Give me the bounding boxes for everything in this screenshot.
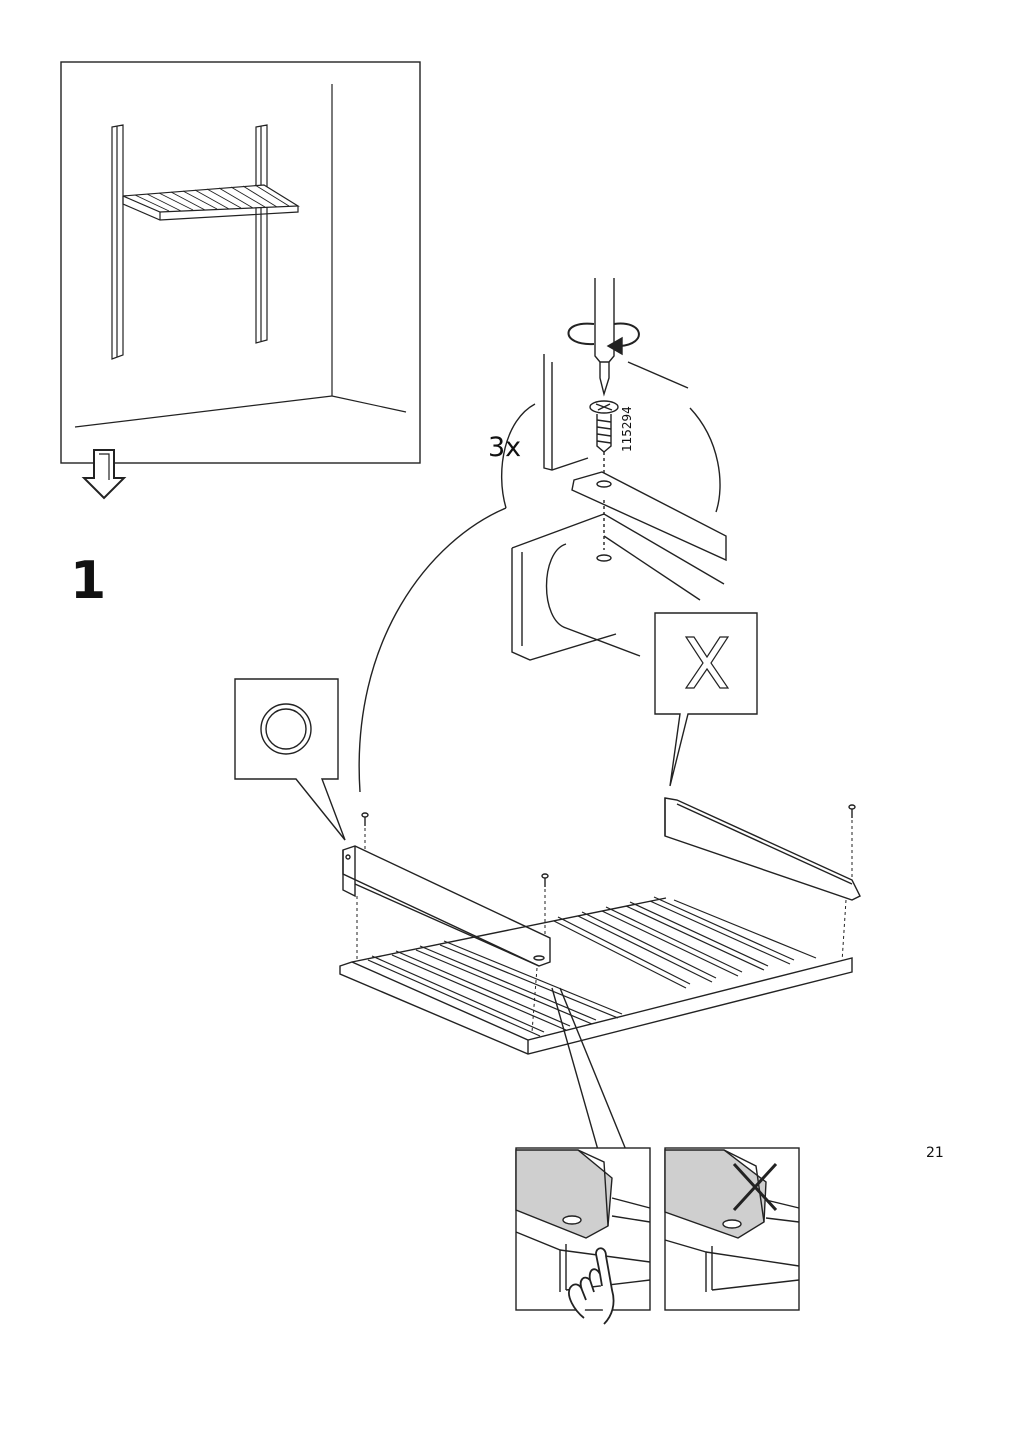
step-number: 1 [70,551,107,611]
cross-wrong-icon [684,636,730,689]
screw-quantity: 3x [488,432,522,463]
pointing-hand-icon [568,1247,615,1325]
cross-wrong-icon [732,1162,778,1212]
circle-ok-icon [260,703,312,755]
page-number: 21 [926,1145,944,1161]
